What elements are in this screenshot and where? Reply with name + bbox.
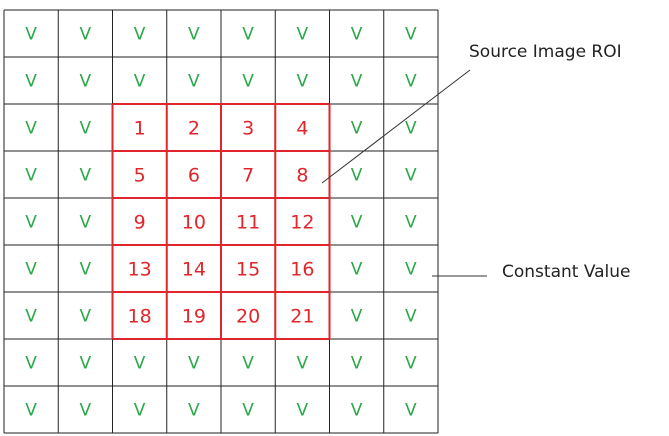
roi-cell-value: 18: [128, 306, 152, 328]
roi-cell-value: 6: [188, 165, 200, 187]
constant-cell-value: V: [188, 354, 200, 374]
constant-cell-value: V: [242, 401, 254, 421]
constant-cell-value: V: [80, 166, 92, 186]
roi-cell-value: 1: [134, 118, 146, 140]
roi-cell-value: 15: [236, 259, 260, 281]
roi-cell-value: 2: [188, 118, 200, 140]
constant-cell-value: V: [351, 166, 363, 186]
constant-cell-value: V: [405, 401, 417, 421]
constant-cell-value: V: [242, 354, 254, 374]
constant-cell-value: V: [242, 72, 254, 92]
constant-cell-value: V: [297, 72, 309, 92]
constant-cell-value: V: [351, 354, 363, 374]
constant-cell-value: V: [80, 401, 92, 421]
constant-cell-value: V: [25, 119, 37, 139]
constant-cell-value: V: [25, 401, 37, 421]
constant-cell-value: V: [405, 72, 417, 92]
roi-cell-value: 3: [242, 118, 254, 140]
roi-cell-value: 12: [290, 212, 314, 234]
constant-cell-value: V: [351, 25, 363, 45]
constant-cell-value: V: [188, 25, 200, 45]
constant-cell-value: V: [405, 25, 417, 45]
constant-cell-value: V: [405, 307, 417, 327]
constant-cell-value: V: [188, 72, 200, 92]
constant-cell-value: V: [80, 25, 92, 45]
constant-cell-value: V: [351, 119, 363, 139]
constant-cell-value: V: [25, 72, 37, 92]
constant-cell-value: V: [297, 25, 309, 45]
constant-cell-value: V: [297, 354, 309, 374]
constant-cell-value: V: [405, 119, 417, 139]
constant-cell-value: V: [25, 166, 37, 186]
constant-cell-value: V: [80, 307, 92, 327]
constant-cell-value: V: [351, 72, 363, 92]
roi-cell-value: 5: [134, 165, 146, 187]
constant-cell-value: V: [25, 213, 37, 233]
constant-cell-value: V: [80, 260, 92, 280]
roi-cell-value: 21: [290, 306, 314, 328]
constant-cell-value: V: [134, 72, 146, 92]
constant-cell-value: V: [134, 401, 146, 421]
roi-cell-value: 10: [182, 212, 206, 234]
roi-cell-value: 9: [134, 212, 146, 234]
roi-cell-value: 11: [236, 212, 260, 234]
constant-cell-value: V: [405, 260, 417, 280]
constant-cell-value: V: [351, 260, 363, 280]
roi-cell-value: 13: [128, 259, 152, 281]
constant-cell-value: V: [351, 307, 363, 327]
constant-cell-value: V: [405, 166, 417, 186]
constant-cell-value: V: [25, 354, 37, 374]
constant-cell-value: V: [25, 307, 37, 327]
roi-cell-value: 16: [290, 259, 314, 281]
constant-cell-value: V: [80, 119, 92, 139]
roi-leader-line: [321, 69, 471, 184]
roi-cell-value: 19: [182, 306, 206, 328]
constant-cell-value: V: [25, 25, 37, 45]
roi-cell-value: 14: [182, 259, 206, 281]
constant-cell-value: V: [80, 72, 92, 92]
constant-cell-value: V: [351, 401, 363, 421]
constant-cell-value: V: [80, 213, 92, 233]
roi-label: Source Image ROI: [469, 42, 622, 62]
roi-cell-value: 8: [296, 165, 308, 187]
roi-grid: [111, 103, 331, 340]
constant-cell-value: V: [242, 25, 254, 45]
constant-cell-value: V: [405, 354, 417, 374]
constant-cell-value: V: [134, 354, 146, 374]
constant-cell-value: V: [351, 213, 363, 233]
roi-cell-value: 20: [236, 306, 260, 328]
roi-cell-value: 7: [242, 165, 254, 187]
constant-cell-value: V: [297, 401, 309, 421]
constant-cell-value: V: [405, 213, 417, 233]
constant-value-label: Constant Value: [502, 262, 631, 282]
roi-cell-value: 4: [296, 118, 308, 140]
constant-cell-value: V: [25, 260, 37, 280]
constant-cell-value: V: [134, 25, 146, 45]
constant-cell-value: V: [80, 354, 92, 374]
constant-cell-value: V: [188, 401, 200, 421]
